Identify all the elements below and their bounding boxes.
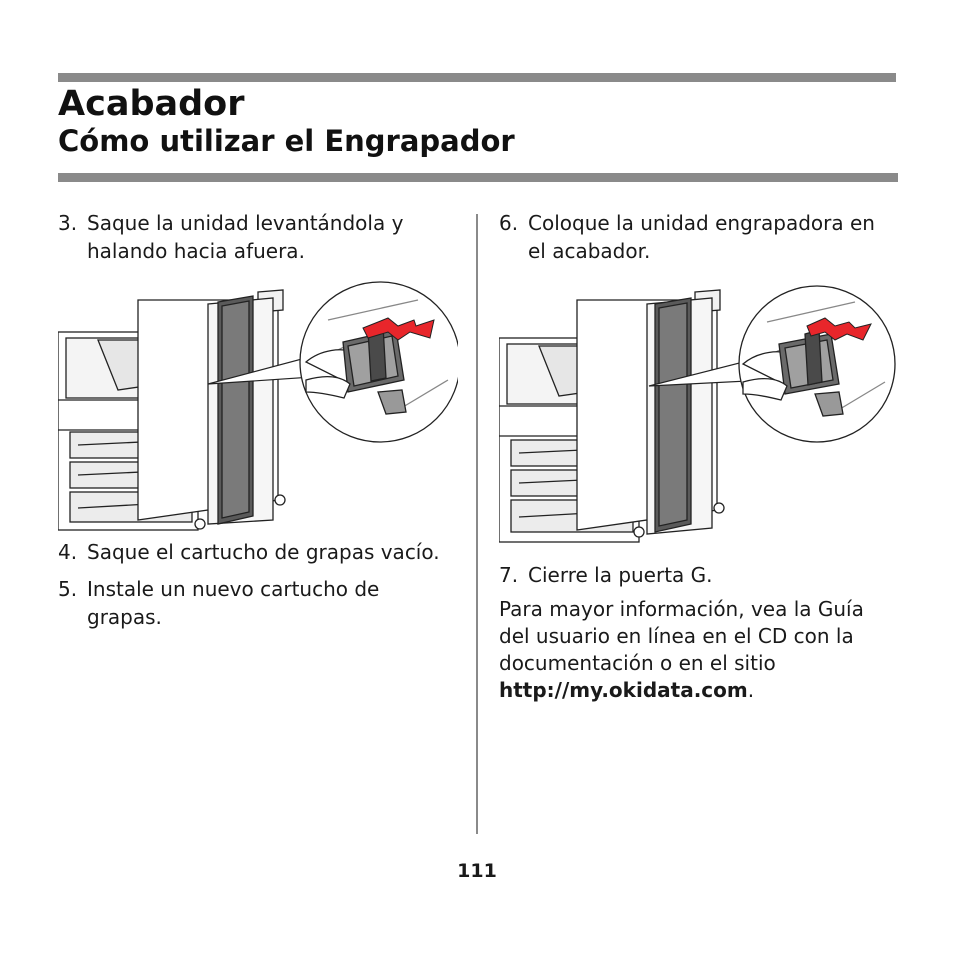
red-arrow-icon bbox=[806, 317, 872, 341]
step-number: 7. bbox=[499, 563, 519, 587]
step-text: Cierre la puerta G. bbox=[528, 563, 713, 587]
header-bottom-rule bbox=[58, 173, 898, 182]
finisher-body bbox=[576, 289, 725, 538]
door-g-open bbox=[654, 297, 692, 533]
page-subtitle: Cómo utilizar el Engrapador bbox=[58, 124, 515, 158]
step-number: 6. bbox=[499, 211, 519, 235]
step-5: 5. Instale un nuevo cartucho de grapas. bbox=[58, 575, 418, 631]
step-7: 7. Cierre la puerta G. bbox=[499, 561, 899, 589]
page-number: 111 bbox=[457, 860, 497, 882]
more-info-paragraph: Para mayor información, vea la Guía del … bbox=[499, 596, 879, 704]
stapler-install-illustration bbox=[499, 285, 896, 543]
finisher-body bbox=[137, 289, 286, 530]
red-arrow-icon bbox=[362, 317, 435, 341]
more-info-text: Para mayor información, vea la Guía del … bbox=[499, 597, 864, 675]
detail-circle bbox=[299, 281, 458, 443]
header-top-rule bbox=[58, 73, 896, 82]
stapler-removal-illustration bbox=[58, 281, 458, 531]
step-number: 3. bbox=[58, 211, 78, 235]
step-text: Coloque la unidad engrapadora en el acab… bbox=[528, 211, 875, 263]
door-g-open bbox=[217, 295, 254, 525]
detail-circle bbox=[738, 285, 896, 443]
step-6: 6. Coloque la unidad engrapadora en el a… bbox=[499, 209, 899, 265]
step-text: Instale un nuevo cartucho de grapas. bbox=[87, 577, 380, 629]
page-title: Acabador bbox=[58, 84, 245, 124]
step-text: Saque el cartucho de grapas vacío. bbox=[87, 540, 440, 564]
step-text: Saque la unidad levantándola y halando h… bbox=[87, 211, 404, 263]
step-number: 4. bbox=[58, 540, 78, 564]
column-divider bbox=[476, 214, 478, 834]
website-link[interactable]: http://my.okidata.com bbox=[499, 678, 748, 702]
step-3: 3. Saque la unidad levantándola y haland… bbox=[58, 209, 448, 265]
step-4: 4. Saque el cartucho de grapas vacío. bbox=[58, 538, 458, 566]
step-number: 5. bbox=[58, 577, 78, 601]
more-info-end: . bbox=[747, 678, 755, 702]
